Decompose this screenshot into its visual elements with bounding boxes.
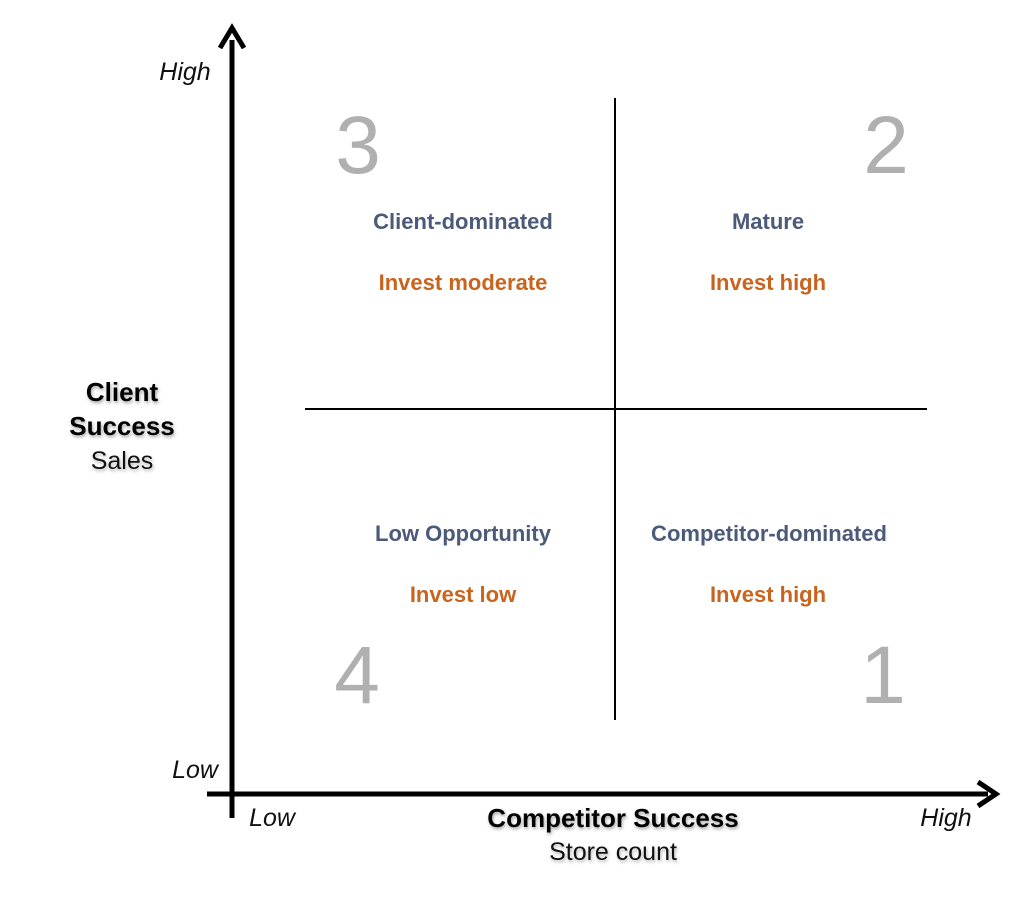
x-axis-title: Competitor Success: [487, 803, 739, 833]
quadrant-title: Competitor-dominated: [651, 521, 887, 546]
y-axis-low-label: Low: [172, 756, 218, 784]
quadrant-invest-label: Invest moderate: [378, 270, 548, 295]
quadrant-number: 1: [860, 630, 906, 721]
x-axis-subtitle: Store count: [549, 838, 677, 866]
x-axis-low-label: Low: [249, 804, 295, 832]
quadrant-invest-label: Invest low: [409, 582, 517, 607]
x-axis-arrowhead: [976, 779, 1001, 809]
quadrant-number: 2: [863, 100, 909, 191]
quadrant-invest-label: Invest high: [709, 582, 827, 607]
y-axis-title-line1: Client: [85, 377, 159, 407]
quadrant-number: 3: [335, 100, 381, 191]
y-axis-arrowhead: [217, 23, 247, 50]
x-axis-high-label: High: [920, 804, 972, 832]
y-axis-high-label: High: [159, 58, 211, 86]
quadrant-title: Low Opportunity: [375, 521, 551, 546]
y-axis-subtitle: Sales: [90, 447, 154, 475]
quadrant-invest-label: Invest high: [709, 270, 827, 295]
y-axis-title-line2: Success: [69, 411, 175, 441]
quadrant-title: Client-dominated: [373, 209, 553, 234]
quadrant-number: 4: [334, 630, 380, 721]
quadrant-title: Mature: [731, 209, 805, 234]
